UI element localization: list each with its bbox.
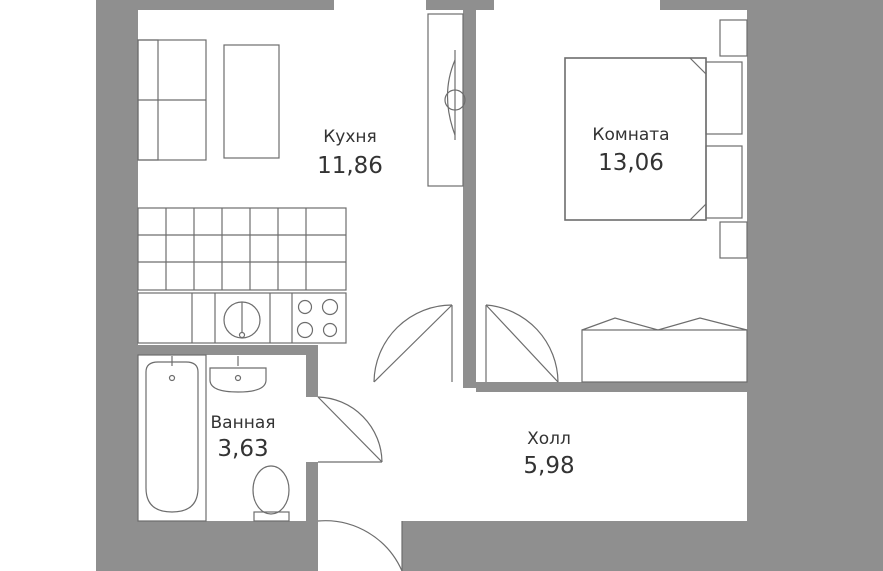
- bed: [564, 57, 743, 221]
- hall-area: 5,98: [523, 453, 574, 479]
- kitchen-area: 11,86: [317, 153, 383, 179]
- bathroom-door: [317, 396, 383, 463]
- counter-tiles: [137, 207, 347, 291]
- bathroom-area: 3,63: [217, 436, 268, 462]
- room-door: [485, 304, 559, 383]
- entrance-door: [317, 520, 403, 571]
- toilet: [252, 465, 290, 522]
- bathroom-label: Ванная 3,63: [211, 413, 276, 462]
- kitchen-label: Кухня 11,86: [317, 127, 383, 179]
- kitchen-sofa: [137, 39, 207, 161]
- nightstand-bottom: [719, 221, 748, 259]
- room-area: 13,06: [598, 150, 664, 176]
- nightstand-top: [719, 19, 748, 57]
- kitchen-table: [223, 44, 280, 159]
- stove: [296, 298, 339, 339]
- bathroom-name: Ванная: [211, 413, 276, 433]
- kitchen-sink: [223, 301, 261, 339]
- bathroom-sink: [209, 356, 267, 393]
- kitchen-name: Кухня: [323, 127, 377, 147]
- wardrobe: [581, 317, 748, 383]
- room-label: Комната 13,06: [592, 125, 669, 176]
- kitchen-counter: [137, 292, 347, 344]
- hall-label: Холл 5,98: [523, 429, 574, 479]
- walls: [96, 0, 883, 571]
- hall-name: Холл: [527, 429, 571, 449]
- bathtub: [137, 354, 207, 522]
- room-name: Комната: [592, 125, 669, 145]
- kitchen-door: [373, 304, 453, 383]
- kitchen-cabinet: [427, 13, 466, 187]
